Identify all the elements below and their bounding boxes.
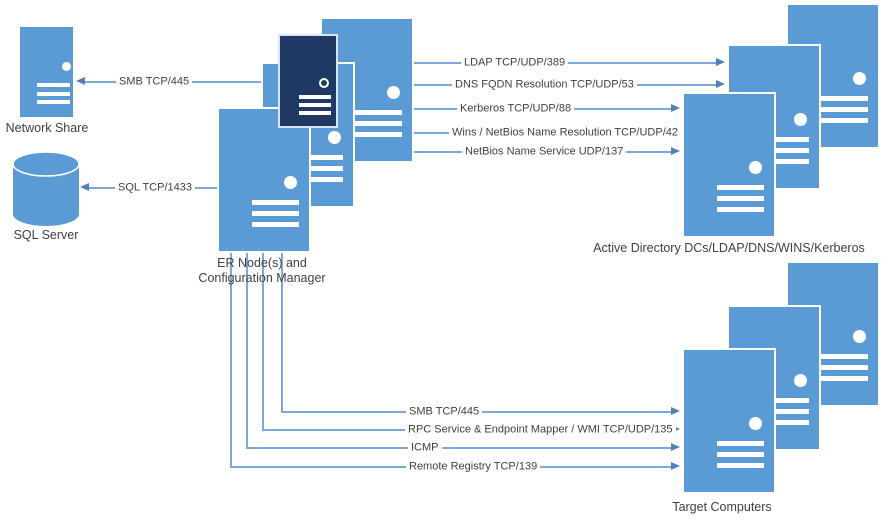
server-led-dot [387, 86, 400, 99]
server-vent [717, 463, 764, 468]
server-vent [762, 409, 809, 414]
server-vent [762, 420, 809, 425]
server-vent [821, 365, 868, 370]
server-vent [821, 354, 868, 359]
server-led-dot [328, 131, 341, 144]
server-led-dot [853, 72, 866, 85]
target-computers-label: Target Computers [672, 500, 772, 514]
server-vent [821, 107, 868, 112]
remote-registry-connector-label: Remote Registry TCP/139 [406, 460, 541, 474]
server-vent [821, 118, 868, 123]
server-vent [252, 211, 299, 216]
server-vent [821, 96, 868, 101]
server-vent [37, 100, 70, 104]
server-led-dot [62, 62, 71, 71]
server-vent [762, 137, 809, 142]
remote-registry-connector-vertical [230, 253, 232, 467]
server-vent [299, 103, 331, 107]
server-led-dot [853, 330, 866, 343]
server-vent [299, 95, 331, 99]
wins-connector-label: Wins / NetBios Name Resolution TCP/UDP/4… [449, 126, 681, 140]
server-led-dot [749, 417, 762, 430]
server-vent [37, 83, 70, 87]
server-vent [252, 222, 299, 227]
server-led-dot [749, 161, 762, 174]
sql-server-label: SQL Server [13, 228, 79, 242]
server-vent [717, 452, 764, 457]
database-cylinder-icon [12, 151, 80, 226]
server-vent [762, 159, 809, 164]
icmp-connector-label: ICMP [408, 441, 442, 455]
ldap-connector-label: LDAP TCP/UDP/389 [461, 56, 569, 70]
arrowhead-right-icon [671, 462, 680, 470]
server-vent [37, 92, 70, 96]
icmp-connector [246, 447, 671, 449]
server-vent [717, 441, 764, 446]
er-server-dark-icon [278, 34, 338, 128]
server-led-dot [794, 374, 807, 387]
arrowhead-right-icon [716, 80, 725, 88]
arrowhead-right-icon [716, 58, 725, 66]
server-vent [355, 121, 402, 126]
arrowhead-right-icon [671, 407, 680, 415]
arrowhead-right-icon [671, 104, 680, 112]
dns-connector-label: DNS FQDN Resolution TCP/UDP/53 [452, 78, 637, 92]
server-vent [717, 196, 764, 201]
ad-server-front-icon [682, 92, 776, 238]
er-server-front-icon [217, 107, 311, 253]
server-vent [717, 207, 764, 212]
server-vent [355, 110, 402, 115]
server-vent [762, 148, 809, 153]
arrowhead-right-icon [671, 147, 680, 155]
network-share-icon [18, 25, 75, 119]
arrowhead-left-icon [80, 183, 89, 191]
rpc-connector-vertical [262, 253, 264, 430]
server-vent [296, 166, 343, 171]
server-vent [296, 177, 343, 182]
server-vent [296, 155, 343, 160]
server-led-dot [284, 176, 297, 189]
active-directory-label: Active Directory DCs/LDAP/DNS/WINS/Kerbe… [593, 241, 865, 255]
server-vent [252, 200, 299, 205]
er-node-label-line1: ER Node(s) and [217, 256, 307, 270]
arrowhead-right-icon [671, 443, 680, 451]
netbios-connector-label: NetBios Name Service UDP/137 [462, 145, 627, 159]
icmp-connector-vertical [246, 253, 248, 448]
er-node-label-line2: Configuration Manager [198, 271, 326, 285]
server-vent [762, 398, 809, 403]
arrowhead-left-icon [76, 77, 85, 85]
server-led-ring [319, 78, 329, 88]
server-vent [355, 132, 402, 137]
server-led-dot [794, 113, 807, 126]
smb-target-connector-vertical [281, 253, 283, 412]
server-vent [821, 376, 868, 381]
network-share-label: Network Share [5, 121, 89, 135]
target-server-front-icon [682, 348, 776, 494]
sql-connector-label: SQL TCP/1433 [115, 181, 195, 195]
kerberos-connector-label: Kerberos TCP/UDP/88 [457, 102, 575, 116]
rpc-connector-label: RPC Service & Endpoint Mapper / WMI TCP/… [405, 423, 676, 437]
smb-share-connector-label: SMB TCP/445 [116, 75, 193, 89]
server-vent [299, 111, 331, 115]
server-vent [717, 185, 764, 190]
smb-target-connector-label: SMB TCP/445 [406, 405, 483, 419]
